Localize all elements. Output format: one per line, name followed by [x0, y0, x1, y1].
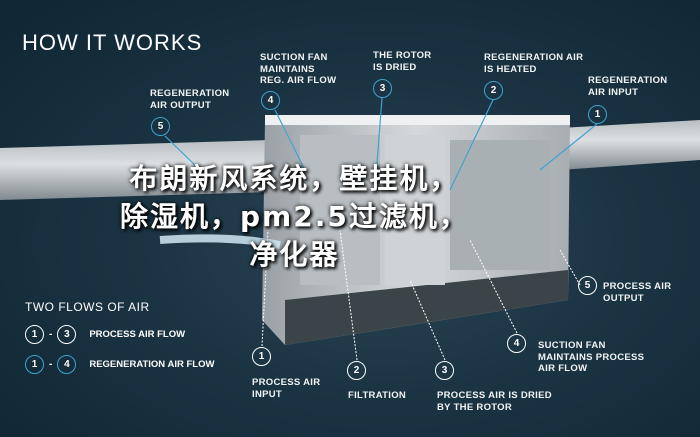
- step-number-badge: 4: [507, 334, 526, 353]
- legend-row-process: 1 - 3 PROCESS AIR FLOW: [25, 325, 185, 344]
- step-number-badge: 5: [151, 117, 170, 136]
- step-number-badge: 3: [373, 79, 392, 98]
- label-process-air-output: PROCESS AIR OUTPUT: [603, 281, 672, 304]
- leader-lines-process: [261, 229, 581, 361]
- legend-to-badge: 3: [57, 325, 77, 344]
- legend-from-badge: 1: [25, 325, 44, 344]
- step-number-badge: 2: [347, 361, 366, 380]
- legend-label: REGENERATION AIR FLOW: [89, 359, 215, 370]
- process-air-flow: [159, 234, 281, 249]
- step-number-badge: 1: [588, 105, 607, 124]
- legend-from-badge: 1: [25, 355, 44, 374]
- legend-heading: TWO FLOWS OF AIR: [25, 300, 150, 314]
- legend-row-regeneration: 1 - 4 REGENERATION AIR FLOW: [25, 355, 214, 374]
- label-process-air-input: PROCESS AIR INPUT: [252, 377, 321, 400]
- machine-base: [285, 270, 568, 345]
- watermark-overlay: 布朗新风系统，壁挂机， 除湿机，pm2.5过滤机， 净化器: [120, 162, 469, 271]
- step-number-badge: 4: [261, 91, 280, 110]
- duct-pipe-right: [560, 120, 700, 170]
- label-suction-fan-process: SUCTION FAN MAINTAINS PROCESS AIR FLOW: [538, 340, 645, 374]
- label-regeneration-heated: REGENERATION AIR IS HEATED: [484, 52, 584, 75]
- filter-chamber: [450, 140, 550, 270]
- legend-label: PROCESS AIR FLOW: [89, 329, 186, 340]
- step-number-badge: 2: [484, 81, 503, 100]
- legend-separator: -: [49, 359, 53, 370]
- label-regeneration-input: REGENERATION AIR INPUT: [588, 75, 668, 98]
- page-title: HOW IT WORKS: [22, 30, 203, 55]
- duct-pipe-left: [0, 140, 270, 200]
- heater-chamber: [385, 135, 445, 285]
- legend-to-badge: 4: [57, 355, 77, 374]
- leader-lines-regen: [164, 97, 598, 191]
- label-regeneration-air-output: REGENERATION AIR OUTPUT: [150, 88, 230, 111]
- label-rotor-dried: THE ROTOR IS DRIED: [373, 50, 432, 73]
- step-number-badge: 5: [578, 276, 597, 295]
- legend-separator: -: [49, 329, 53, 340]
- label-filtration: FILTRATION: [348, 390, 407, 401]
- step-number-badge: 3: [435, 361, 454, 380]
- step-number-badge: 1: [252, 347, 271, 366]
- rotor-chamber: [300, 135, 380, 285]
- label-process-air-dried: PROCESS AIR IS DRIED BY THE ROTOR: [437, 390, 552, 413]
- machine-top: [265, 115, 570, 125]
- label-suction-fan-reg: SUCTION FAN MAINTAINS REG. AIR FLOW: [260, 52, 337, 86]
